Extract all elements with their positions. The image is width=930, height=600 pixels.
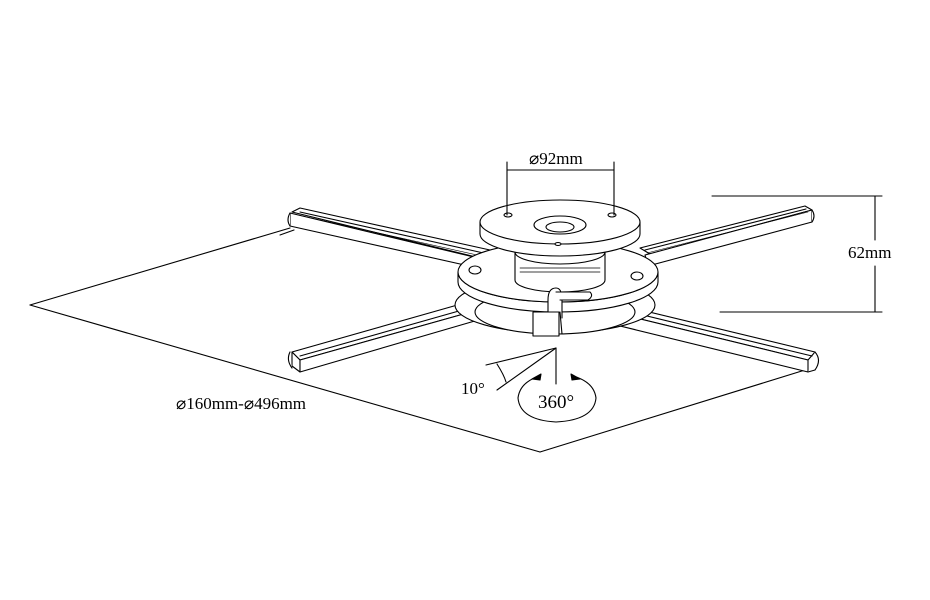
height-label: 62mm: [848, 243, 891, 262]
rotation-indicator: [517, 373, 597, 423]
height-dimension: [711, 195, 883, 313]
arm-front-left: [287, 299, 486, 373]
arm-front-right: [611, 304, 820, 373]
arm-back-right: [639, 205, 815, 267]
plate-diameter-dimension: [506, 161, 615, 216]
arm-span-label: ⌀160mm-⌀496mm: [176, 394, 306, 413]
plate-diameter-label: ⌀92mm: [529, 149, 583, 168]
tilt-indicator: [485, 347, 557, 391]
tilt-label: 10°: [461, 379, 485, 398]
top-plate: [479, 199, 641, 257]
span-dimension-lines: [29, 227, 806, 453]
arm-back-left: [287, 207, 491, 269]
rotation-label: 360°: [538, 392, 574, 413]
padlock: [532, 287, 593, 337]
